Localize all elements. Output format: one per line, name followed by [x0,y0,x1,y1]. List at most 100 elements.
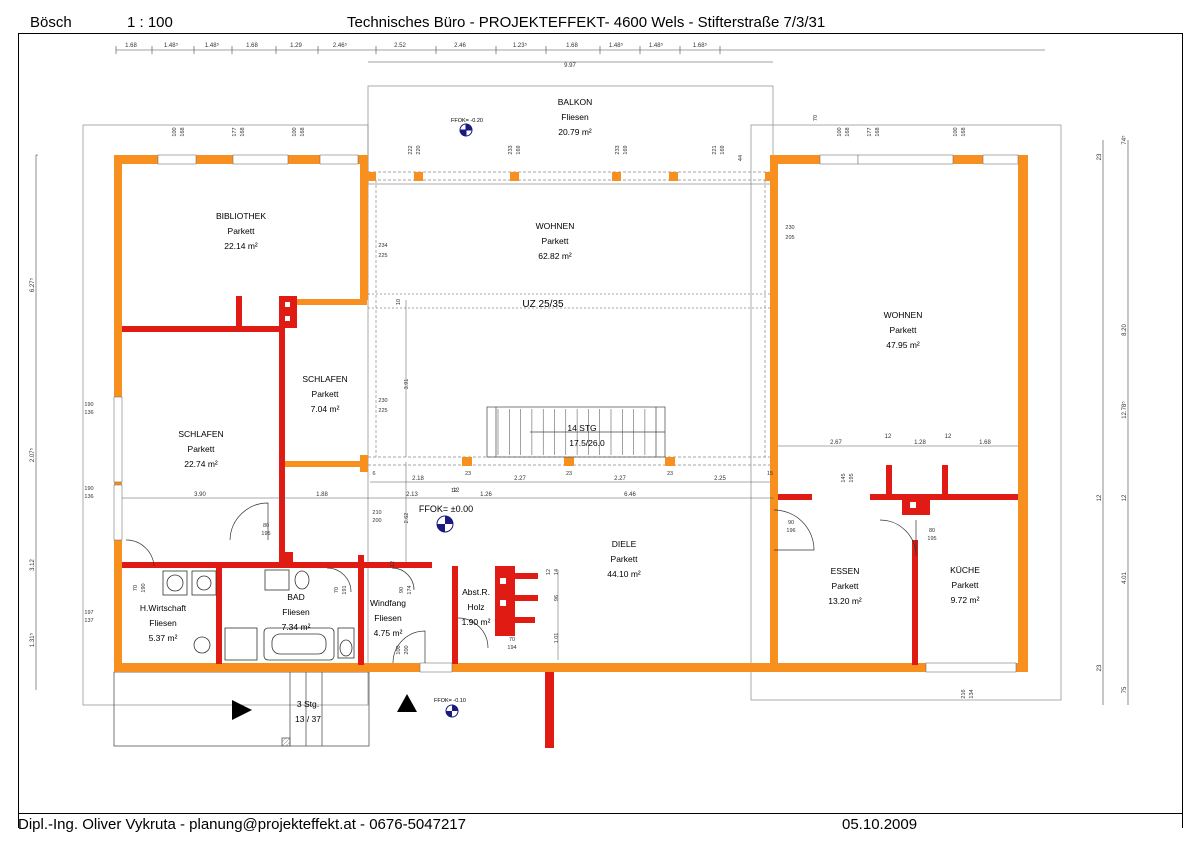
header-scale: 1 : 100 [127,14,173,31]
size-mark: 100 [396,645,402,654]
room-floor: Fliesen [374,613,402,623]
size-mark: 137 [84,618,93,624]
size-mark: 96 [554,595,560,601]
room-area: 7.34 m² [282,622,311,632]
size-mark: 230 [785,225,794,231]
room-area: 22.74 m² [184,459,218,469]
dim-top-label: 1.68 [246,43,258,49]
outline-dashed [82,85,1062,706]
dim-left-label: 2.07⁵ [29,447,36,462]
entry-steps-label: 3 Stg. [297,699,319,709]
dim-right-label: 4.01 [1122,572,1128,584]
room-floor: Parkett [890,325,918,335]
dimension-side-labels: 6.27⁵2.07⁵3.121.31⁵74⁵8.2012.78⁵124.0175… [29,135,1128,693]
room-area: 47.95 m² [886,340,920,350]
size-mark: 23 [465,471,471,477]
room-area: 62.82 m² [538,251,572,261]
room-name: SCHLAFEN [178,429,223,439]
room-name: SCHLAFEN [302,374,347,384]
dim-inner-label: 2.25 [714,476,726,482]
room-name: ESSEN [831,566,860,576]
staircase [486,406,666,458]
dim-inner-label: 2.27 [614,476,626,482]
room-area: 4.75 m² [374,628,403,638]
size-mark: 136 [84,410,93,416]
door-swings [125,502,917,664]
beam-label: UZ 25/35 [522,299,564,310]
dim-inner-label: 1.26 [480,492,492,498]
size-mark: 168 [240,127,246,136]
dim-balkon-label: 9.97 [564,63,576,69]
dim-right-label: 12 [1122,494,1128,501]
room-floor: Parkett [188,444,216,454]
room-name: WOHNEN [536,221,575,231]
ffok-entry-label: FFOK= -0.10 [434,698,466,704]
size-mark: 222 [408,145,414,154]
size-mark: 23 [667,471,673,477]
dim-inner-label: 12 [885,434,892,440]
dim-right-label: 75 [1122,686,1128,693]
room-name: Abst.R. [462,587,490,597]
size-mark: 169 [623,145,629,154]
size-mark: 100 [172,127,178,136]
size-mark: 14 [554,569,560,575]
size-mark: 100 [292,127,298,136]
size-mark: 168 [180,127,186,136]
dim-top-label: 1.68 [566,43,578,49]
size-mark: 70 [133,585,139,591]
room-area: 22.14 m² [224,241,258,251]
size-mark: 191 [342,585,348,594]
room-floor: Fliesen [561,112,589,122]
size-mark: 168 [845,127,851,136]
stair-ratio-label: 17.5/26.0 [569,438,605,448]
ffok-balkon-label: FFOK= -0.20 [451,118,483,124]
entry-ratio-label: 13 / 37 [295,714,321,724]
frame-right [1182,33,1183,828]
size-mark: 190 [84,402,93,408]
size-mark: 233 [615,145,621,154]
entrance-arrows [232,694,417,720]
dim-top-label: 2.46 [454,43,466,49]
room-name: KÜCHE [950,565,980,575]
size-mark: 233 [508,145,514,154]
size-mark: 12 [451,488,457,494]
size-mark: 190 [84,486,93,492]
size-mark: 177 [232,127,238,136]
size-mark: 12 [546,569,552,575]
dim-top-label: 1.29 [290,43,302,49]
dim-top-label: 1.48⁵ [609,42,624,49]
level-markers [436,123,473,718]
size-mark: 168 [961,127,967,136]
dim-top-label: 1.48⁵ [205,42,220,49]
dim-inner-label: 2.18 [412,476,424,482]
room-floor: Fliesen [149,618,177,628]
interior-dim-lines [122,300,1018,660]
dimension-right [1102,140,1129,705]
size-mark: 216 [961,689,967,698]
size-mark: 145 [841,473,847,482]
size-mark: 205 [785,235,794,241]
dim-inner-label: 12 [453,488,460,494]
size-mark: 195 [849,473,855,482]
room-area: 9.72 m² [951,595,980,605]
header-office: Technisches Büro - PROJEKTEFFEKT- 4600 W… [347,14,826,31]
size-mark: 12 [390,561,396,567]
size-mark: 70 [334,587,340,593]
footer-rule [18,813,1183,814]
footer-date: 05.10.2009 [842,816,918,833]
room-area: 5.37 m² [149,633,178,643]
size-mark: 168 [300,127,306,136]
dim-top-label: 1.48⁵ [649,42,664,49]
size-mark: 80 [263,523,269,529]
dim-inner-label: 2.13 [406,492,418,498]
size-mark: 200 [372,518,381,524]
size-mark: 196 [786,528,795,534]
size-mark: 197 [84,610,93,616]
room-area: 20.79 m² [558,127,592,137]
header-rule [18,33,1183,34]
